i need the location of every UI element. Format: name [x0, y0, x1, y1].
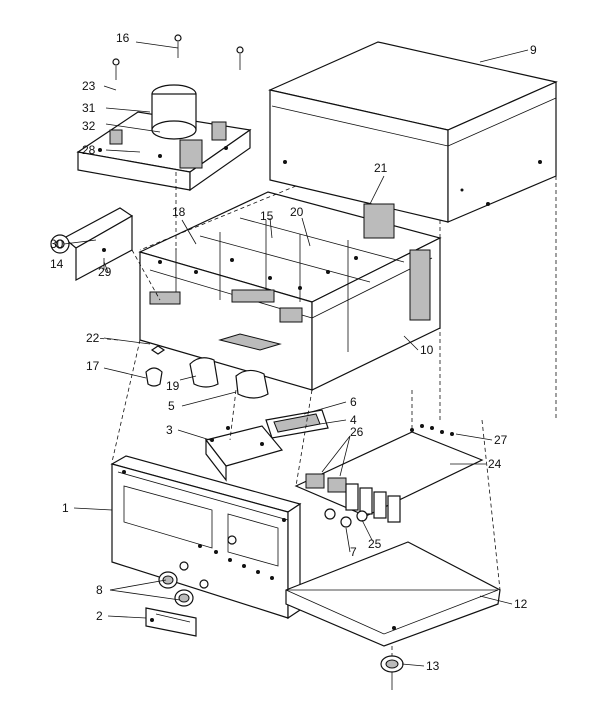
callout-22: 22	[86, 331, 100, 345]
callout-31: 31	[82, 101, 96, 115]
small-bracket-part-2	[145, 607, 197, 637]
top-cover-part-9	[268, 41, 558, 223]
callout-21: 21	[374, 161, 388, 175]
callout-8: 8	[96, 583, 103, 597]
callout-20: 20	[290, 205, 304, 219]
callout-1: 1	[62, 501, 69, 515]
front-panel-part-1	[110, 455, 302, 620]
callout-9: 9	[530, 43, 537, 57]
callout-29: 29	[98, 265, 112, 279]
callout-5: 5	[168, 399, 175, 413]
callout-30: 30	[50, 237, 64, 251]
callout-13: 13	[426, 659, 440, 673]
callout-25: 25	[368, 537, 382, 551]
callout-23: 23	[82, 79, 96, 93]
callout-18: 18	[172, 205, 186, 219]
callout-15: 15	[260, 209, 274, 223]
front-knobs-part-8	[158, 561, 209, 607]
callout-12: 12	[514, 597, 528, 611]
display-window-part-6	[265, 409, 329, 439]
callout-16: 16	[116, 31, 130, 45]
callout-3: 3	[166, 423, 173, 437]
panel-bracket-part-3	[204, 425, 284, 482]
transformer-board-part-28	[76, 34, 252, 192]
callout-19: 19	[166, 379, 180, 393]
callout-28: 28	[82, 143, 96, 157]
rear-board-part-24	[294, 424, 484, 528]
callout-4: 4	[350, 413, 357, 427]
knob-parts-17-19	[145, 345, 269, 399]
main-chassis-part-10	[138, 191, 442, 391]
callout-24: 24	[488, 457, 502, 471]
callout-leader-lines	[63, 41, 529, 667]
callout-6: 6	[350, 395, 357, 409]
callout-26: 26	[350, 425, 364, 439]
callout-7: 7	[350, 545, 357, 559]
callout-17: 17	[86, 359, 100, 373]
callout-27: 27	[494, 433, 508, 447]
callout-14: 14	[50, 257, 64, 271]
foot-part-13	[380, 655, 404, 690]
callout-10: 10	[420, 343, 434, 357]
callout-32: 32	[82, 119, 96, 133]
bottom-plate-part-12	[285, 541, 501, 647]
assembly-guide-lines	[95, 172, 557, 656]
callout-labels: 1 2 3 4 5 6 7 8 9 10 12 13 14 15 16 17 1…	[50, 31, 537, 673]
callout-2: 2	[96, 609, 103, 623]
